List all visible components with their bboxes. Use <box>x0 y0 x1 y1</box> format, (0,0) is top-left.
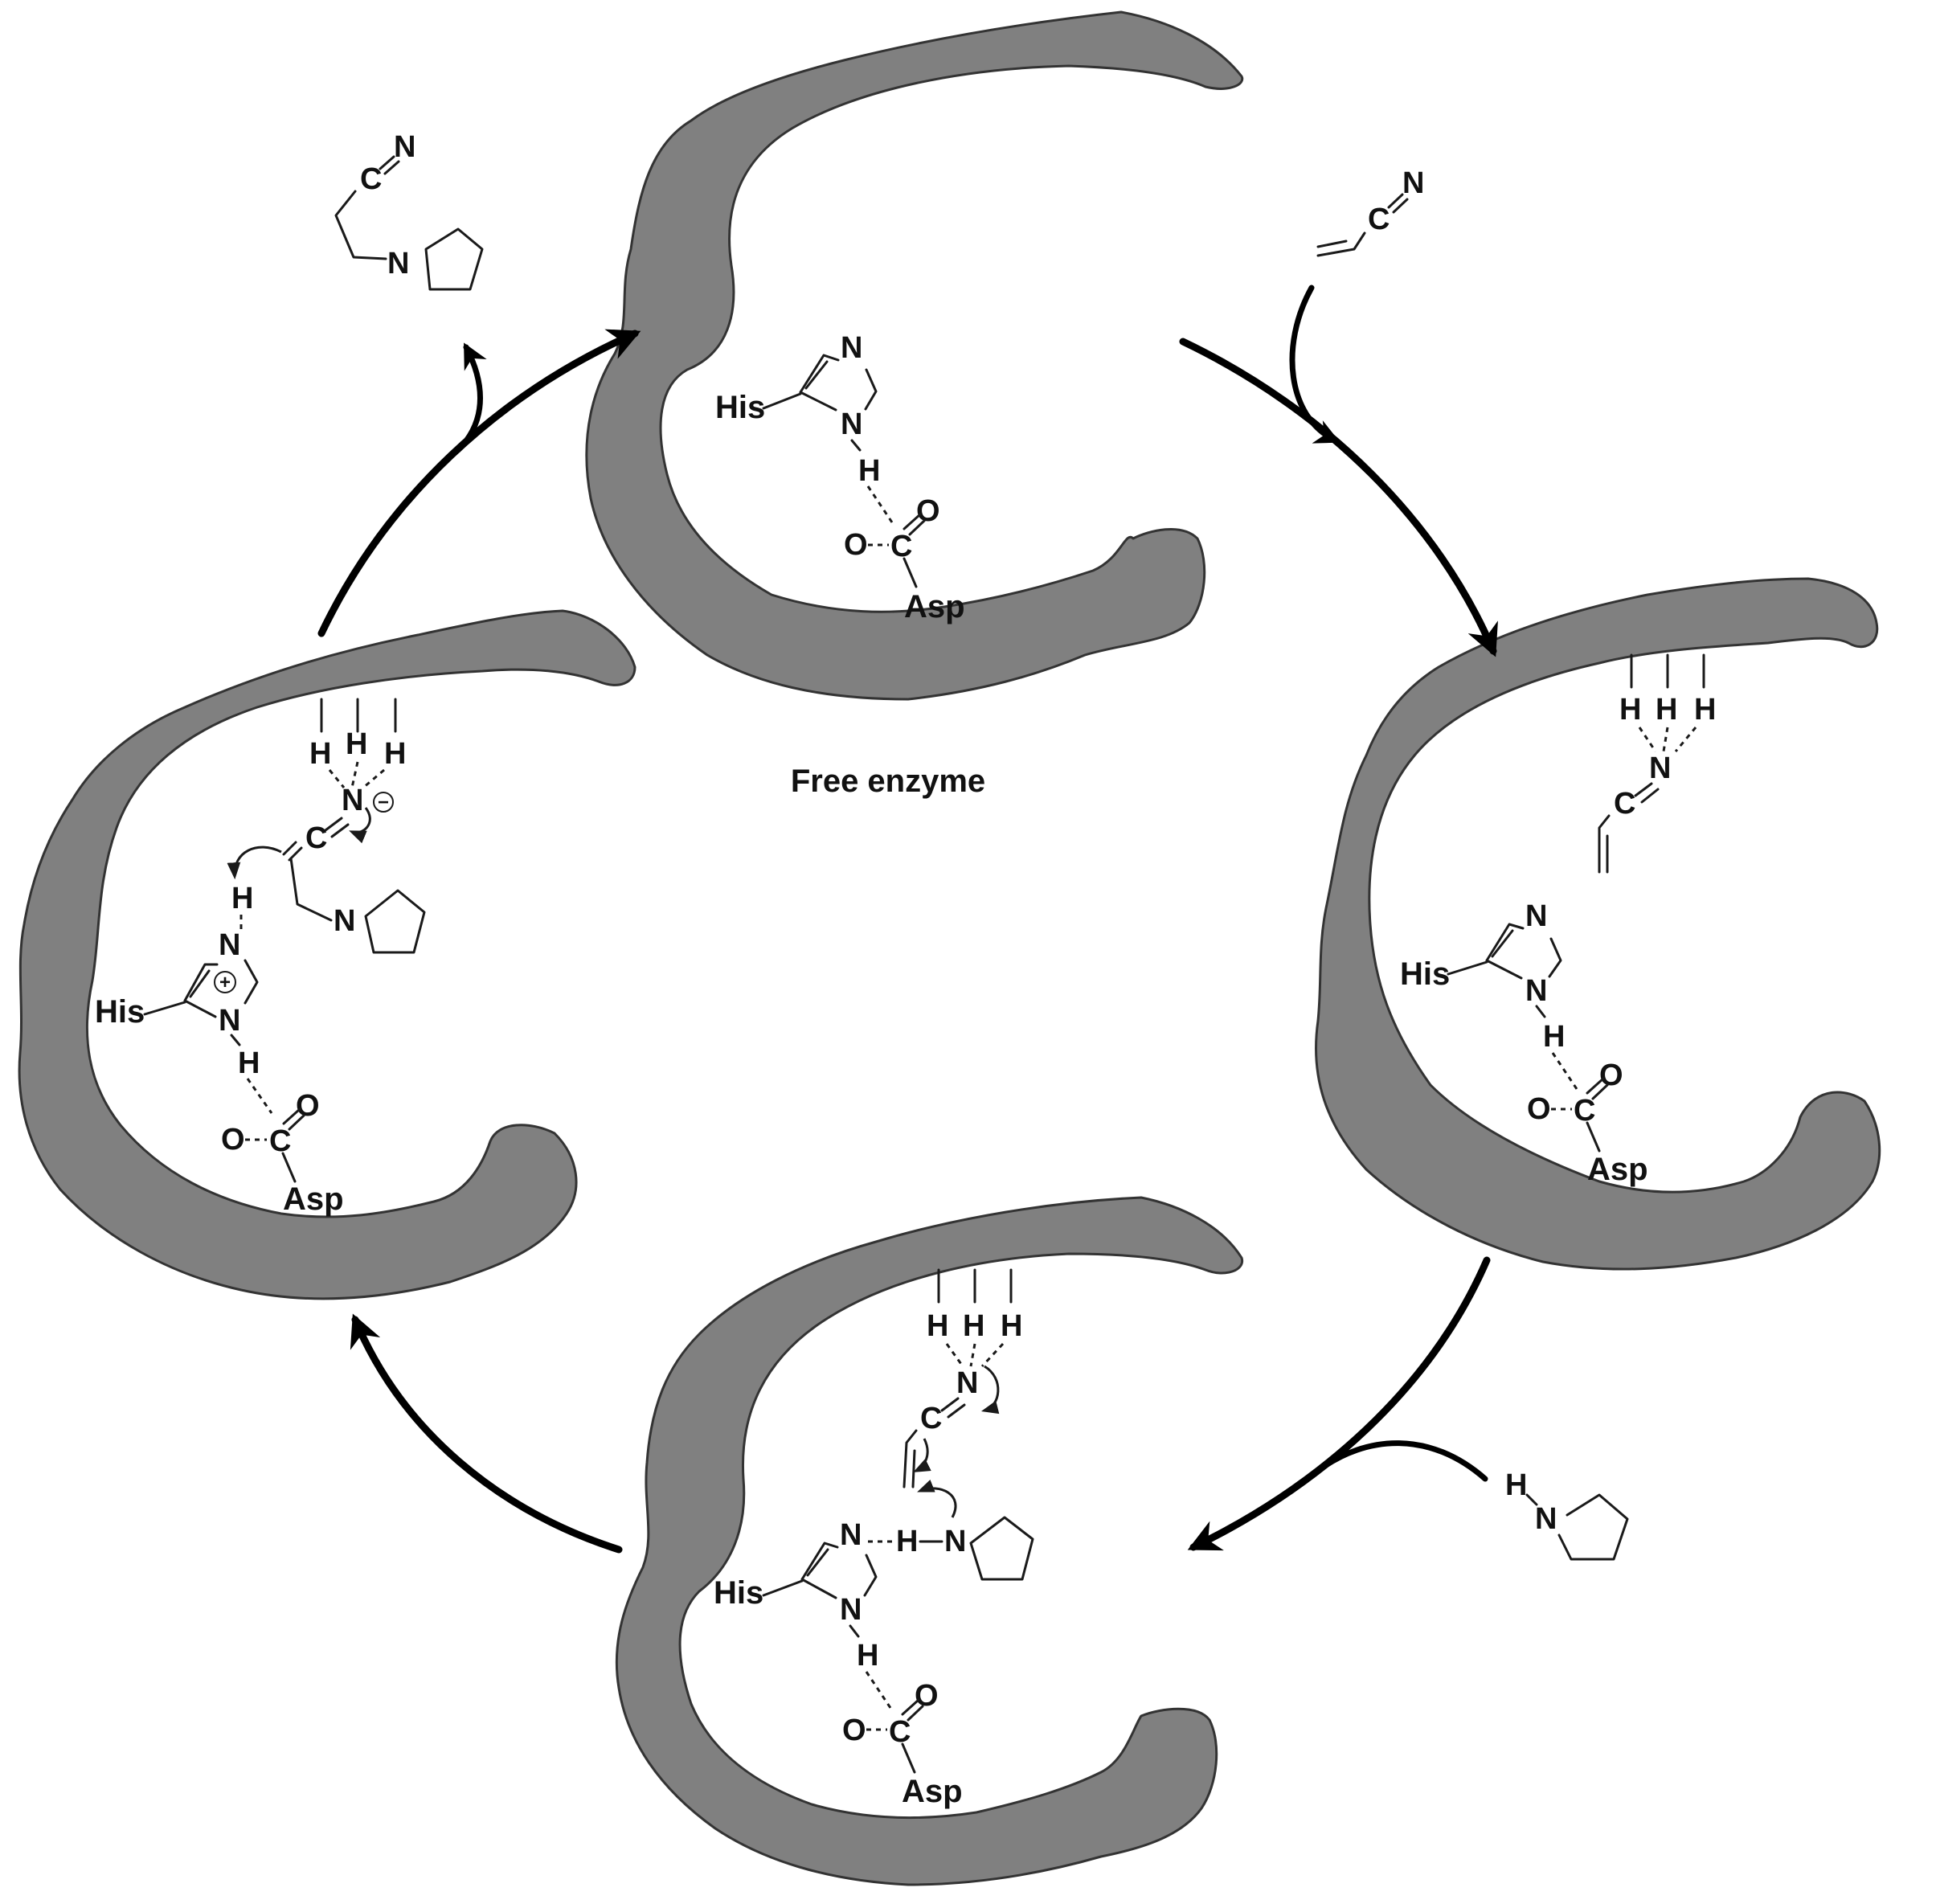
substrate-acrylonitrile: N C <box>1316 166 1424 257</box>
arrow-proton-transfer <box>350 1313 623 1554</box>
product-aminopropionitrile: N C N <box>334 130 484 291</box>
cycle-arrows <box>317 285 1498 1554</box>
atom-h: H <box>1543 1020 1565 1054</box>
pyrrolidine-ring <box>364 889 426 954</box>
atom-c: C <box>1574 1094 1595 1128</box>
positive-charge-icon <box>214 971 236 993</box>
atom-o: O <box>1599 1058 1623 1092</box>
atom-h: H <box>1505 1468 1527 1502</box>
atom-h: H <box>963 1309 984 1343</box>
atom-c: C <box>305 821 327 855</box>
atom-h: H <box>858 454 880 488</box>
atom-n: N <box>956 1366 978 1400</box>
his-label: His <box>1400 956 1450 992</box>
atom-n: N <box>342 784 363 817</box>
atom-n: N <box>219 1004 240 1038</box>
atom-h: H <box>231 882 253 915</box>
positive-charge-sign: + <box>219 972 231 993</box>
atom-o: O <box>844 528 868 562</box>
atom-h: H <box>309 737 331 771</box>
negative-charge-icon <box>373 792 394 813</box>
atom-h: H <box>346 727 367 761</box>
atom-h: H <box>1619 693 1641 727</box>
atom-o: O <box>221 1123 245 1157</box>
protein-pocket-shape <box>585 10 1244 701</box>
atom-n: N <box>841 407 862 441</box>
atom-c: C <box>1368 203 1390 236</box>
atom-c: C <box>360 162 382 196</box>
his-label: His <box>714 1575 763 1611</box>
arrow-product-release <box>317 329 641 637</box>
atom-n: N <box>1525 974 1547 1008</box>
pocket-free-enzyme: His N N H O C O Asp <box>585 10 1244 701</box>
atom-n: N <box>944 1525 966 1558</box>
arrow-nucleophile-addition <box>1187 1256 1491 1551</box>
atom-c: C <box>920 1402 942 1435</box>
atom-n: N <box>1649 751 1671 785</box>
arrow-substrate-entry <box>1289 285 1340 444</box>
pocket-substrate-bound: H H H N C His N N H O C O Asp <box>1315 577 1881 1271</box>
atom-n: N <box>840 1518 862 1552</box>
protein-pocket-shape <box>615 1196 1244 1886</box>
atom-h: H <box>1656 693 1677 727</box>
atom-h: H <box>1694 693 1716 727</box>
atom-h: H <box>927 1309 948 1343</box>
pyrrolidine-ring <box>969 1516 1034 1581</box>
atom-o: O <box>916 494 940 528</box>
atom-n: N <box>387 247 409 280</box>
atom-n: N <box>1402 166 1424 200</box>
atom-o: O <box>842 1714 866 1747</box>
atom-o: O <box>915 1679 939 1713</box>
his-label: His <box>715 390 765 425</box>
arrow-pyrrolidine-entry <box>1315 1440 1488 1482</box>
arrow-product-exit <box>455 342 487 453</box>
atom-o: O <box>296 1089 320 1123</box>
asp-label: Asp <box>902 1774 963 1809</box>
atom-c: C <box>890 530 912 563</box>
free-enzyme-label: Free enzyme <box>791 764 985 799</box>
arrow-substrate-binding <box>1179 338 1498 657</box>
atom-h: H <box>384 737 406 771</box>
atom-n: N <box>840 1593 862 1627</box>
pocket-anionic-intermediate: H H H N − C N H N + His N H O <box>18 609 636 1300</box>
reagent-pyrrolidine: H N <box>1505 1468 1629 1561</box>
histidine-imidazole <box>762 354 878 412</box>
atom-n: N <box>1535 1502 1557 1536</box>
atom-c: C <box>1614 787 1635 821</box>
protein-pocket-shape <box>18 609 636 1300</box>
asp-label: Asp <box>1587 1152 1648 1187</box>
atom-o: O <box>1527 1092 1551 1126</box>
atom-c: C <box>269 1124 291 1158</box>
atom-h: H <box>857 1639 878 1673</box>
atom-n: N <box>219 928 240 962</box>
asp-label: Asp <box>904 589 965 624</box>
pocket-nucleophilic-attack: H H H N C N H His N N H O C O <box>615 1196 1244 1886</box>
atom-c: C <box>889 1715 911 1749</box>
his-label: His <box>95 994 145 1030</box>
atom-h: H <box>896 1525 918 1558</box>
atom-n: N <box>1525 899 1547 933</box>
atom-h: H <box>238 1046 260 1080</box>
atom-n: N <box>334 904 355 938</box>
negative-charge-sign: − <box>378 792 389 813</box>
atom-n: N <box>841 331 862 365</box>
asp-label: Asp <box>283 1181 344 1217</box>
atom-h: H <box>1001 1309 1022 1343</box>
protein-pocket-shape <box>1315 577 1881 1271</box>
atom-n: N <box>394 130 415 164</box>
